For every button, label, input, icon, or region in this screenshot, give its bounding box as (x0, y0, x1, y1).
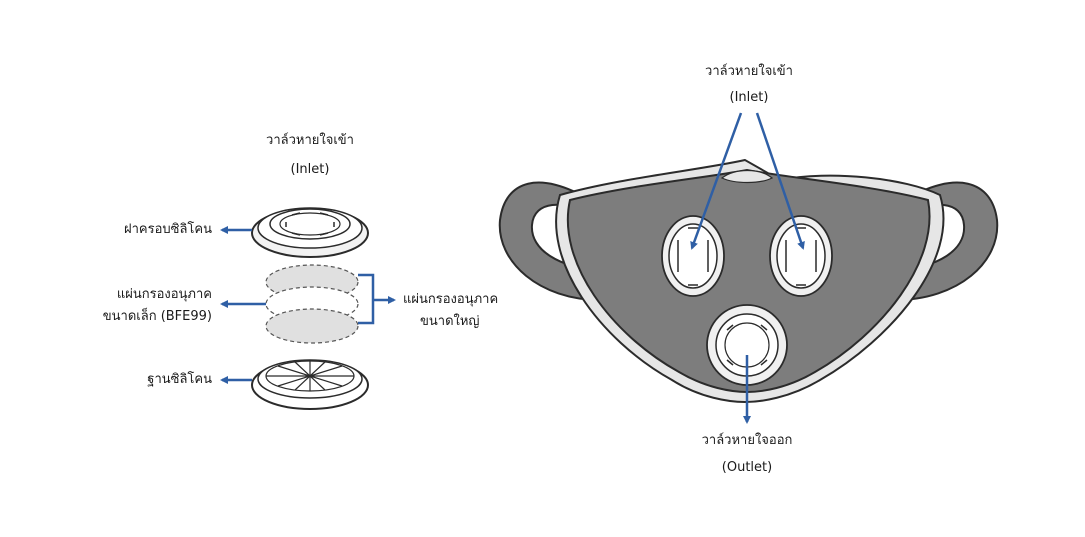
mask-outlet-subtitle: (Outlet) (721, 460, 773, 475)
right-inlet-arrow (755, 112, 805, 250)
cap-label: ฝาครอบซิลิโคน (123, 222, 212, 237)
right-inlet-valve (769, 215, 833, 297)
mask-outlet-title: วาล์วหายใจออก (701, 433, 793, 448)
small-filter-label-line2: ขนาดเล็ก (BFE99) (102, 309, 212, 324)
exploded-inlet-subtitle: (Inlet) (290, 162, 330, 177)
small-particle-filter (265, 264, 359, 344)
silicone-base (251, 359, 369, 410)
large-filter-label-line2: ขนาดใหญ่ (420, 314, 480, 329)
exploded-inlet-title: วาล์วหายใจเข้า (266, 133, 354, 148)
silicone-cap (251, 207, 369, 258)
face-mask (498, 158, 999, 404)
large-filter-label-line1: แผ่นกรองอนุภาค (403, 292, 499, 307)
mask-inlet-subtitle: (Inlet) (729, 90, 769, 105)
base-label: ฐานซิลิโคน (147, 372, 212, 387)
left-inlet-arrow (690, 112, 743, 250)
outlet-valve (706, 304, 788, 386)
large-filter-bracket (358, 273, 396, 325)
mask-inlet-title: วาล์วหายใจเข้า (705, 64, 793, 79)
left-inlet-valve (661, 215, 725, 297)
small-filter-label-line1: แผ่นกรองอนุภาค (116, 287, 212, 302)
